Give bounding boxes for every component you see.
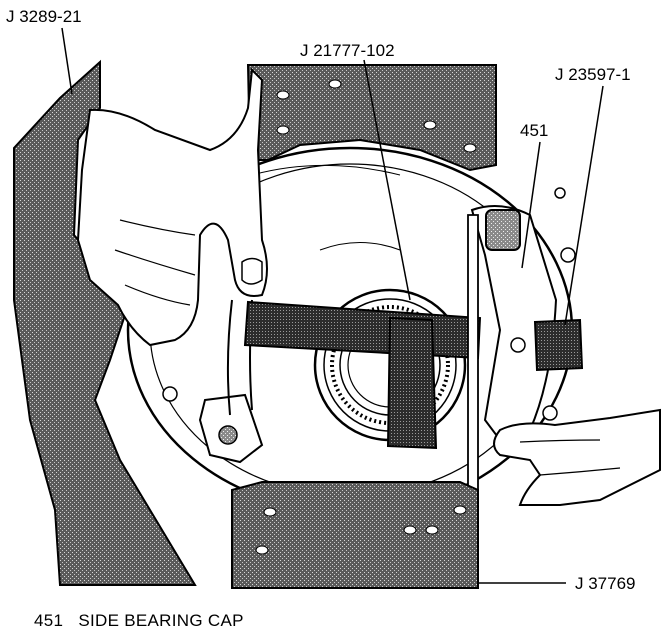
lower-plate-holes (255, 505, 467, 555)
left-clamp-arm (226, 299, 233, 416)
right-hand (493, 408, 661, 506)
caption-number: 451 (34, 611, 64, 630)
caption-text: SIDE BEARING CAP (78, 611, 244, 630)
clamp-j23597 (533, 318, 584, 372)
puller-stem (386, 316, 438, 450)
leader-lines (61, 27, 604, 584)
label-j21777-102: J 21777-102 (300, 41, 395, 60)
label-451: 451 (520, 121, 548, 140)
case-housing-left (13, 59, 197, 586)
case-shading-arc-2 (319, 242, 401, 251)
label-j37769: J 37769 (575, 574, 636, 593)
lower-fixture-plate (231, 481, 479, 589)
left-hand-thumbnail (241, 257, 263, 285)
cap-bolt-hole (510, 337, 526, 353)
label-j3289-21: J 3289-21 (6, 7, 82, 26)
ring-bolt-holes (162, 187, 576, 421)
right-hand-finger-lines (519, 439, 621, 476)
left-hand-finger-lines (114, 219, 196, 306)
cap-bolt-head (485, 209, 521, 251)
upper-plate-holes (276, 79, 477, 153)
label-j23597-1: J 23597-1 (555, 65, 631, 84)
left-cap-bolt (218, 425, 238, 445)
figure-caption: 451 SIDE BEARING CAP (34, 611, 244, 631)
left-hand (76, 67, 268, 347)
